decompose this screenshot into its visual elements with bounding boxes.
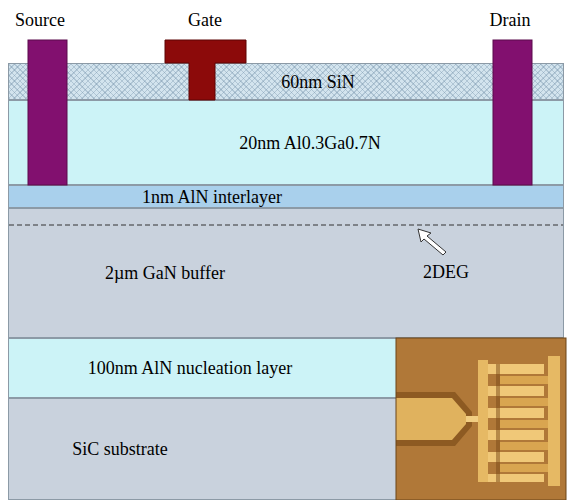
contact-label: Gate [188,10,222,30]
layer-label: 20nm Al0.3Ga0.7N [239,133,381,153]
channel-label: 2DEG [423,262,469,282]
substrate-layer: SiC substrate [8,398,564,500]
buffer-layer: 2µm GaN buffer [8,208,564,338]
label-slot: 2DEG [423,262,469,282]
passivation-layer: 60nm SiN [8,63,564,100]
layer-label: 60nm SiN [281,72,355,92]
barrier-layer: 20nm Al0.3Ga0.7N [8,100,564,185]
layer-label: SiC substrate [72,439,168,459]
label-slot: Drain [490,10,531,30]
contact-label: Drain [490,10,531,30]
label-slot: Gate [188,10,222,30]
layer-label: 100nm AlN nucleation layer [88,358,292,378]
nucleation-layer: 100nm AlN nucleation layer [8,338,564,398]
layer-label: 1nm AlN interlayer [142,187,282,207]
layer-label: 2µm GaN buffer [105,263,225,283]
label-slot: Source [15,10,65,30]
contact-label: Source [15,10,65,30]
interlayer: 1nm AlN interlayer [8,185,564,208]
